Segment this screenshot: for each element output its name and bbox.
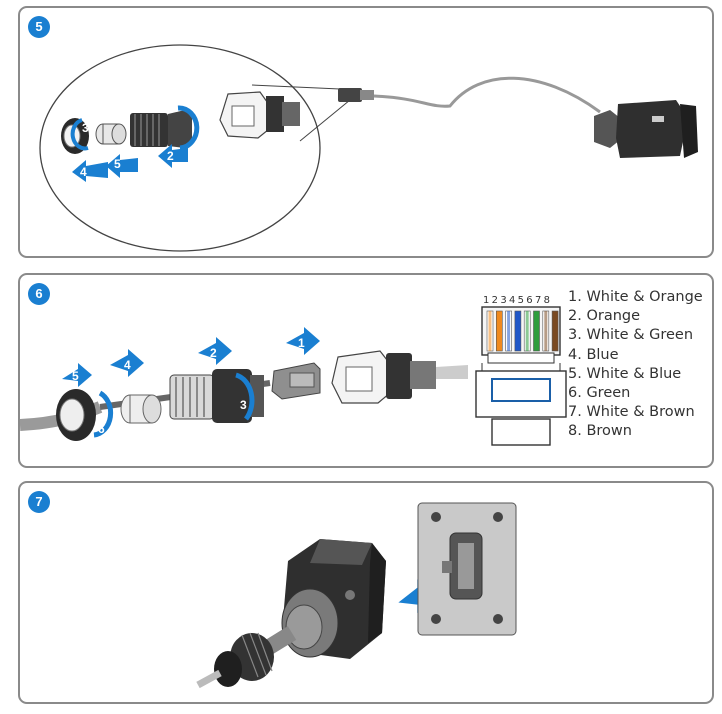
rj45-plug-part: [271, 362, 321, 400]
arrow-2: [198, 337, 232, 365]
arrow-label-5: 5: [72, 369, 79, 383]
arrow-label-4: 4: [80, 165, 87, 179]
wire-stripe-5: [525, 311, 529, 351]
antenna-connector-zoom: [219, 91, 300, 139]
step5-arrows: [70, 105, 200, 182]
arrow-label-1: 1: [298, 336, 305, 350]
insert-part: [95, 123, 127, 145]
device-ethernet-port: [331, 350, 468, 404]
wire-2: [495, 310, 503, 352]
step-number-badge: 7: [28, 491, 50, 513]
arrow-5: [62, 363, 92, 387]
wire-6: [533, 310, 540, 352]
step6-arrows: [62, 327, 320, 438]
arrow-label-5: 5: [114, 157, 121, 171]
wire-stripe-3: [507, 311, 511, 351]
zoom-line-top: [251, 84, 341, 90]
rj45-pinout-diagram: 12345678: [475, 295, 567, 446]
step-number-badge: 5: [28, 16, 50, 38]
arrow-1: [286, 327, 320, 355]
arrow-6: [93, 390, 114, 438]
wire-legend-item: 1. White & Orange: [568, 289, 703, 305]
wire-4: [514, 310, 522, 352]
gland-nut-part: [130, 110, 192, 148]
step-5-illustration: 1 2 3 4 5: [39, 44, 698, 252]
gland-body-part: [169, 369, 264, 423]
zoom-line-bottom: [299, 99, 351, 142]
step-5-panel: 5: [18, 6, 714, 258]
step-7-illustration: [196, 502, 517, 689]
antenna-cable: [373, 76, 601, 114]
arrow-label-2: 2: [167, 149, 174, 163]
step-number-badge: 6: [28, 283, 50, 305]
seal-insert-part: [120, 394, 162, 424]
wire-legend-item: 3. White & Green: [568, 327, 694, 344]
arrow-4: [72, 160, 108, 182]
step-6-panel: 6: [18, 273, 714, 468]
wire-legend-item: 6. Green: [568, 385, 631, 402]
wire-legend-item: 5. White & Blue: [568, 365, 682, 382]
wire-legend-item: 8. Brown: [568, 423, 632, 440]
arrow-3: [235, 372, 255, 421]
wire-stripe-1: [488, 311, 492, 351]
step-7-panel: 7: [18, 481, 714, 704]
step-6-illustration: 5 4 2 1 3 6 12345678: [20, 295, 567, 446]
mounting-plate: [417, 502, 517, 636]
arrow-label-6: 6: [98, 422, 105, 436]
seal-nut-part: [56, 389, 96, 441]
wire-stripe-7: [544, 311, 548, 351]
wire-color-legend: 1. White & Orange 2. Orange 3. White & G…: [568, 288, 703, 442]
wire-legend-item: 4. Blue: [568, 346, 619, 363]
arrow-2: [158, 144, 188, 168]
cable-gland: [196, 588, 339, 689]
arrow-4: [110, 349, 144, 377]
wire-8: [551, 310, 559, 352]
arrow-label-4: 4: [124, 358, 131, 372]
arrow-label-1: 1: [171, 101, 178, 115]
arrow-5: [106, 154, 138, 178]
cable-connector-small: [338, 88, 374, 102]
communication-module: [594, 100, 698, 158]
wire-legend-item: 2. Orange: [568, 308, 641, 325]
arrow-label-2: 2: [210, 346, 217, 360]
pin-numbers: 12345678: [483, 295, 552, 306]
wire-legend-item: 7. White & Brown: [568, 404, 695, 421]
arrow-label-3: 3: [240, 398, 247, 412]
arrow-label-3: 3: [82, 121, 89, 135]
pin-wires: [486, 310, 559, 352]
